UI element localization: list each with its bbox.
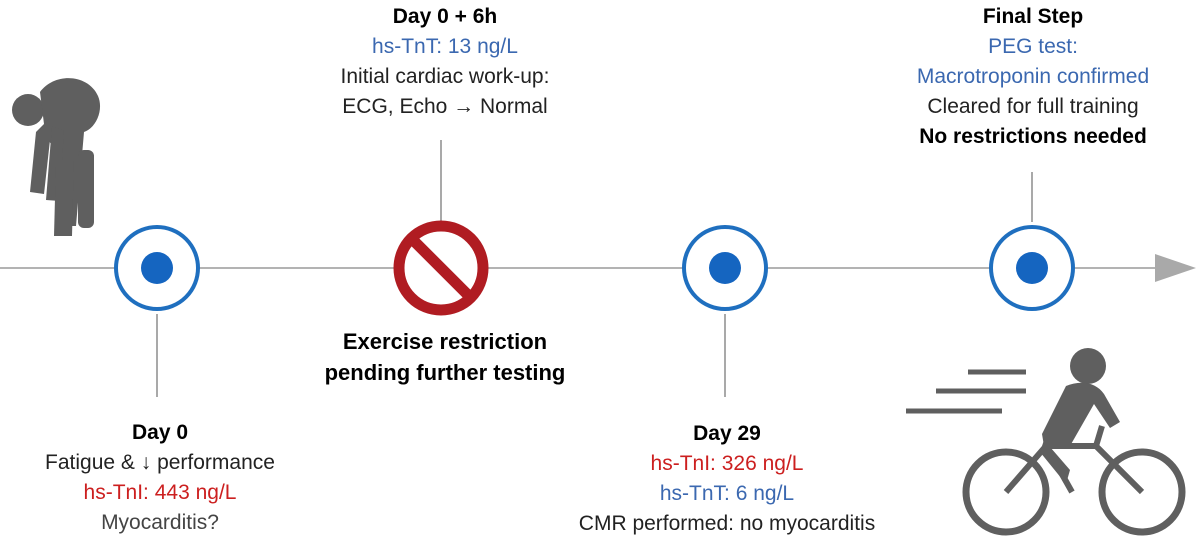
event-day0-6h-result: ECG, Echo → Normal [342,95,548,118]
event-day29-title: Day 29 [693,422,761,445]
event-day0-troponin: hs-TnI: 443 ng/L [83,481,237,504]
event-day29-tni: hs-TnI: 326 ng/L [650,452,804,475]
event-final-title: Final Step [982,5,1084,28]
event-final: Final Step PEG test: Macrotroponin confi… [880,2,1186,152]
event-final-cleared: Cleared for full training [927,95,1139,118]
event-final-result: Macrotroponin confirmed [916,65,1150,88]
event-day29: Day 29 hs-TnI: 326 ng/L hs-TnT: 6 ng/L C… [567,419,887,539]
marker-day29 [682,225,768,311]
event-day0-6h-troponin: hs-TnT: 13 ng/L [372,35,518,58]
marker-day0 [114,225,200,311]
event-day29-tnt: hs-TnT: 6 ng/L [659,482,795,505]
no-entry-icon [393,220,489,316]
restriction-note: Exercise restriction pending further tes… [285,326,605,388]
event-day0-symptoms: Fatigue & ↓ performance [45,451,275,474]
marker-final [989,225,1075,311]
restriction-line-2: pending further testing [324,360,566,385]
restriction-line-1: Exercise restriction [342,329,548,354]
event-day0-title: Day 0 [131,421,189,444]
event-day0-6h-workup: Initial cardiac work-up: [340,65,550,88]
cyclist-icon [906,348,1186,536]
event-day0-6h: Day 0 + 6h hs-TnT: 13 ng/L Initial cardi… [295,2,595,122]
event-day0: Day 0 Fatigue & ↓ performance hs-TnI: 44… [10,418,310,538]
person-bent-over-icon [12,78,101,236]
event-final-no-restrictions: No restrictions needed [919,125,1147,148]
event-day29-cmr: CMR performed: no myocarditis [578,512,876,535]
event-final-test: PEG test: [988,35,1078,58]
event-day0-question: Myocarditis? [101,511,219,534]
event-day0-6h-title: Day 0 + 6h [392,5,498,28]
timeline-arrowhead [1155,254,1196,282]
